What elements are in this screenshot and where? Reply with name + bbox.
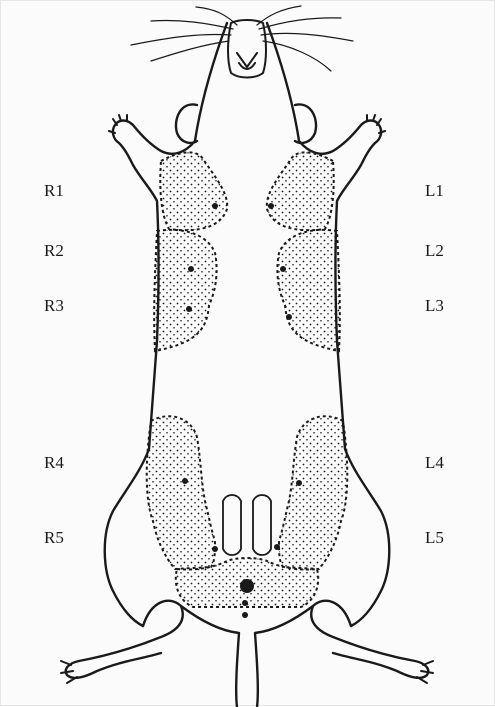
label-r3: R3 <box>44 297 64 314</box>
label-l2: L2 <box>425 242 444 259</box>
gland-l2-l3 <box>277 230 339 351</box>
label-r5: R5 <box>44 529 64 546</box>
gland-r1 <box>160 152 227 230</box>
label-r4: R4 <box>44 454 64 471</box>
gland-r2-r3 <box>154 230 216 351</box>
label-l4: L4 <box>425 454 444 471</box>
label-l1: L1 <box>425 182 444 199</box>
label-l5: L5 <box>425 529 444 546</box>
label-r2: R2 <box>44 242 64 259</box>
gland-l4-l5 <box>279 416 347 569</box>
label-r1: R1 <box>44 182 64 199</box>
gland-l1 <box>267 152 334 230</box>
label-l3: L3 <box>425 297 444 314</box>
gland-r4-r5 <box>147 416 215 569</box>
